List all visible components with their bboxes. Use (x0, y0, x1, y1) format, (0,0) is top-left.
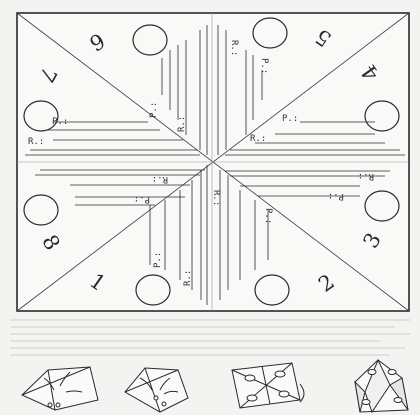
label-answer-left: R.: (28, 137, 44, 147)
label-question-top-right: P.: (259, 58, 269, 74)
folding-steps (22, 360, 408, 412)
step-1-fold-corners-in (22, 367, 98, 410)
label-question-right-lower: P.: (328, 191, 344, 201)
label-answer-top: R.: (229, 40, 239, 56)
label-answer-top-left: R.: (177, 116, 187, 132)
label-answer-right-lower: R.: (358, 171, 374, 181)
label-answer-bottom-left: R.: (183, 270, 193, 286)
label-question-bottom-right: P.: (263, 208, 273, 224)
step-2-fold-again (125, 368, 188, 412)
step-3-fold-in-half (232, 363, 304, 408)
label-question-left: P.: (52, 117, 68, 127)
label-question-bottom-left: P.: (153, 252, 163, 268)
label-answer-left-lower: R.: (152, 174, 168, 184)
label-question-right: P.: (282, 114, 298, 124)
label-question-top-left: P.: (149, 102, 159, 118)
print-through-texture (10, 320, 410, 355)
label-question-left-lower: P.: (134, 194, 150, 204)
label-answer-right: R.: (250, 134, 266, 144)
label-answer-bottom-center: R.: (211, 190, 221, 206)
step-4-finished-fortune-teller (355, 360, 408, 412)
